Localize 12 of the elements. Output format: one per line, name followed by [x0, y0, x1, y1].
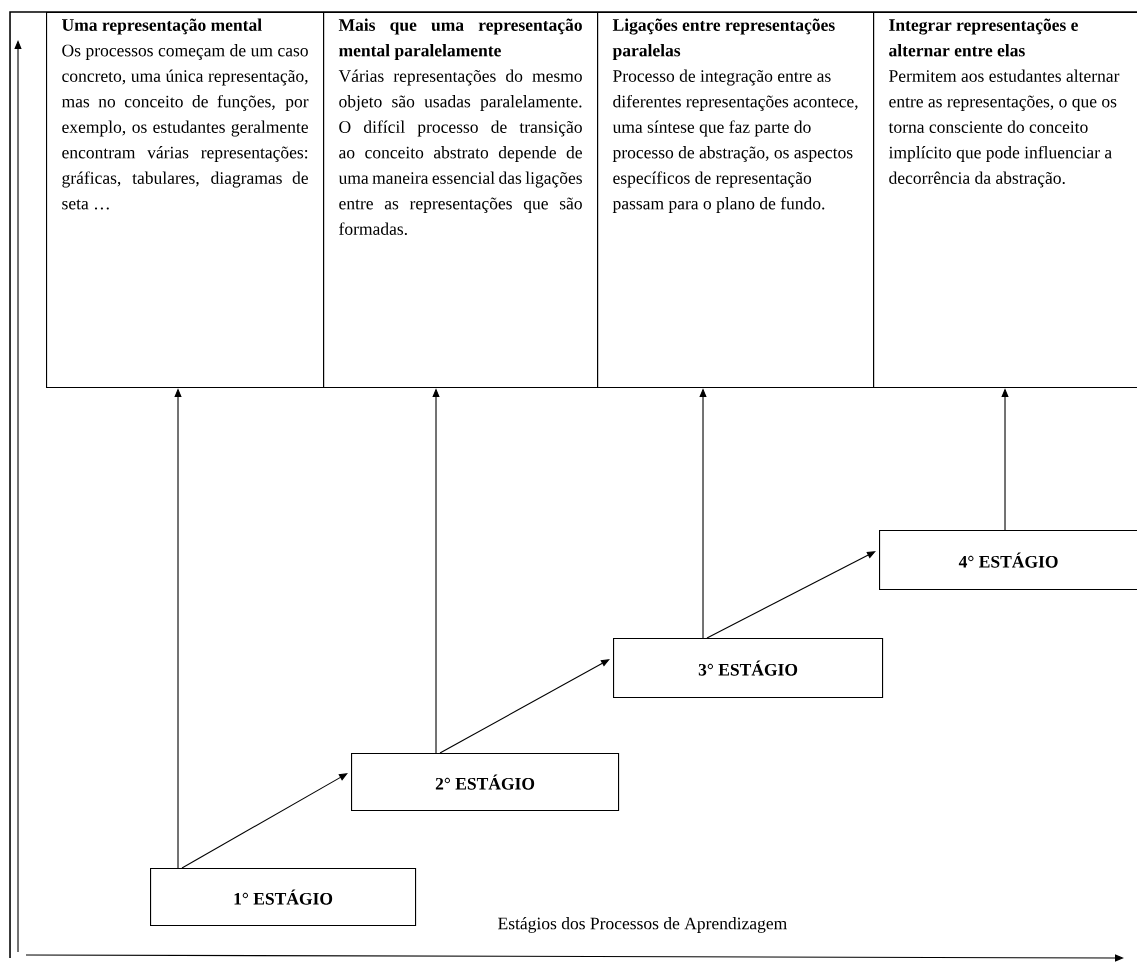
arrow [439, 659, 610, 754]
table-cell: Mais que uma representação mental paralelamente Várias representações do mesmo objeto são usadas paralelamente. O difícil processo de transição ao conceito abstrato depende de uma maneira essencial das ligações entre as representações que são formadas. [323, 12, 599, 389]
stage-box: 1° ESTÁGIO [150, 868, 417, 927]
table-cell: Ligações entre representações paralelas Processo de integração entre as diferentes representações acontece, uma síntese que faz parte do processo de abstração, os aspectos específicos de representação passam para o plano de fundo. [597, 12, 875, 389]
arrow [706, 551, 876, 639]
table-cell: Integrar representações e alternar entre elas Permitem aos estudantes alternar entre as representações, o que os torna consciente do conceito implícito que pode influenciar a decorrência da abstração. [873, 12, 1137, 389]
stage-box: 3° ESTÁGIO [613, 638, 884, 699]
arrow [181, 773, 348, 869]
axis-label: Estágios dos Processos de Aprendizagem [498, 917, 787, 933]
table-cell: Uma representação mental Os processos começam de um caso concreto, uma única representação, mas no conceito de funções, por exemplo, os estudantes geralmente encontram várias representações: gráficas, tabulares, diagramas de seta … [46, 12, 325, 389]
stage-box: 4° ESTÁGIO [879, 530, 1137, 591]
stage-box: 2° ESTÁGIO [351, 753, 620, 812]
